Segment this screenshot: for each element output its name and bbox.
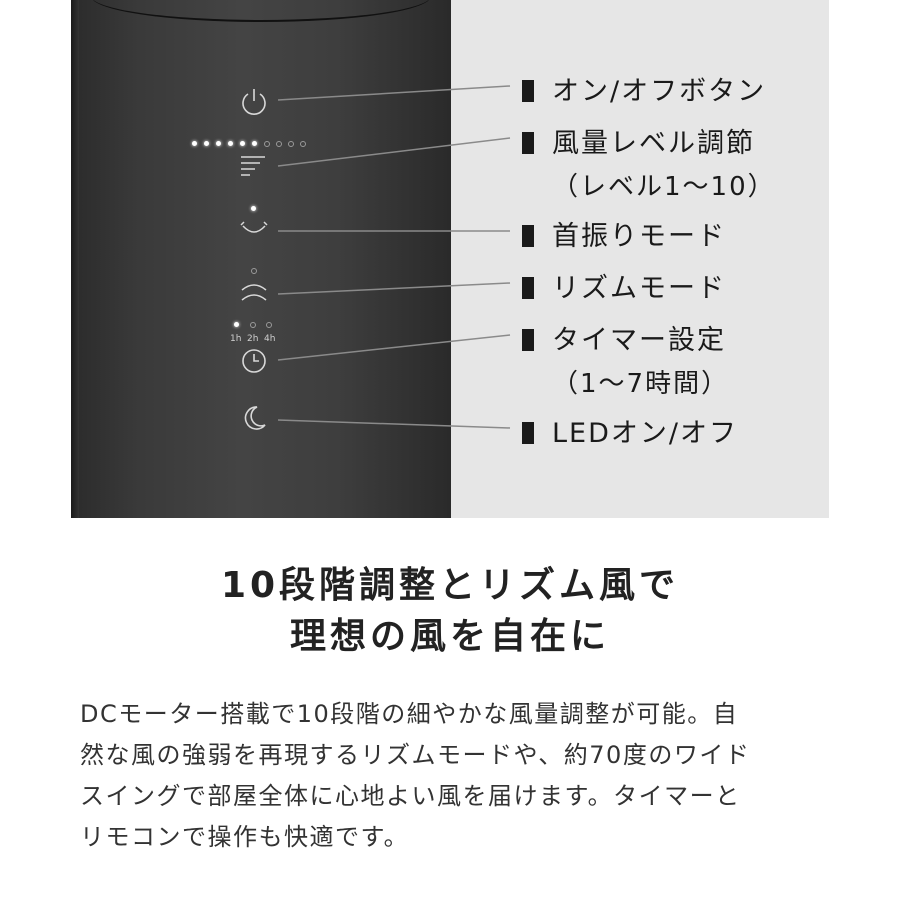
- callout-sub: （レベル1〜10）: [552, 172, 776, 202]
- callout-marker: [522, 329, 534, 351]
- rhythm-indicator: [251, 268, 257, 274]
- callout-fan-level: 風量レベル調節 （レベル1〜10）: [522, 121, 776, 203]
- callout-marker: [522, 277, 534, 299]
- timer-icon: [242, 349, 266, 373]
- timer-dot-4h: [266, 322, 272, 328]
- swing-icon: [240, 221, 268, 233]
- product-photo: [71, 0, 829, 518]
- body-line-3: スイングで部屋全体に心地よい風を届けます。タイマーと: [80, 782, 741, 810]
- body-line-1: DCモーター搭載で10段階の細やかな風量調整が可能。自: [80, 700, 739, 728]
- callout-power: オン/オフボタン: [522, 69, 766, 108]
- leader-line-rhythm: [277, 282, 511, 295]
- callout-timer: タイマー設定 （1〜7時間）: [522, 318, 729, 400]
- body-line-2: 然な風の強弱を再現するリズムモードや、約70度のワイド: [80, 741, 751, 769]
- leader-line-level: [277, 137, 511, 167]
- rhythm-icon: [241, 284, 267, 301]
- timer-label-1h: 1h: [230, 334, 242, 344]
- leader-line-timer: [277, 334, 511, 361]
- callout-label: LEDオン/オフ: [552, 418, 738, 449]
- callout-marker: [522, 132, 534, 154]
- leader-line-power: [277, 85, 511, 101]
- callout-sub: （1〜7時間）: [552, 369, 730, 399]
- timer-dot-2h: [250, 322, 256, 328]
- timer-label-2h: 2h: [247, 334, 259, 344]
- callout-marker: [522, 422, 534, 444]
- power-icon: [242, 89, 266, 115]
- headline-line-2: 理想の風を自在に: [289, 616, 610, 657]
- leader-lines: [277, 85, 511, 429]
- timer-dot-1h: [234, 322, 239, 327]
- timer-label-4h: 4h: [264, 334, 276, 344]
- fan-control-panel: [71, 0, 451, 518]
- body-line-4: リモコンで操作も快適です。: [80, 823, 410, 851]
- callout-marker: [522, 80, 534, 102]
- callout-label: 首振りモード: [552, 221, 726, 252]
- callout-marker: [522, 225, 534, 247]
- callout-label: リズムモード: [552, 273, 726, 304]
- device-top-edge: [91, 0, 431, 22]
- fan-level-dots: [192, 141, 322, 149]
- swing-indicator: [251, 206, 256, 211]
- fan-level-icon: [241, 156, 265, 176]
- callout-label: オン/オフボタン: [552, 76, 767, 107]
- leader-line-led: [277, 419, 511, 429]
- moon-icon: [244, 406, 266, 430]
- callout-label: タイマー設定: [552, 325, 726, 356]
- callout-swing: 首振りモード: [522, 214, 726, 253]
- callout-rhythm: リズムモード: [522, 266, 726, 305]
- callout-led: LEDオン/オフ: [522, 411, 738, 450]
- callout-label: 風量レベル調節: [552, 128, 755, 159]
- headline-line-1: 10段階調整とリズム風で: [220, 565, 680, 606]
